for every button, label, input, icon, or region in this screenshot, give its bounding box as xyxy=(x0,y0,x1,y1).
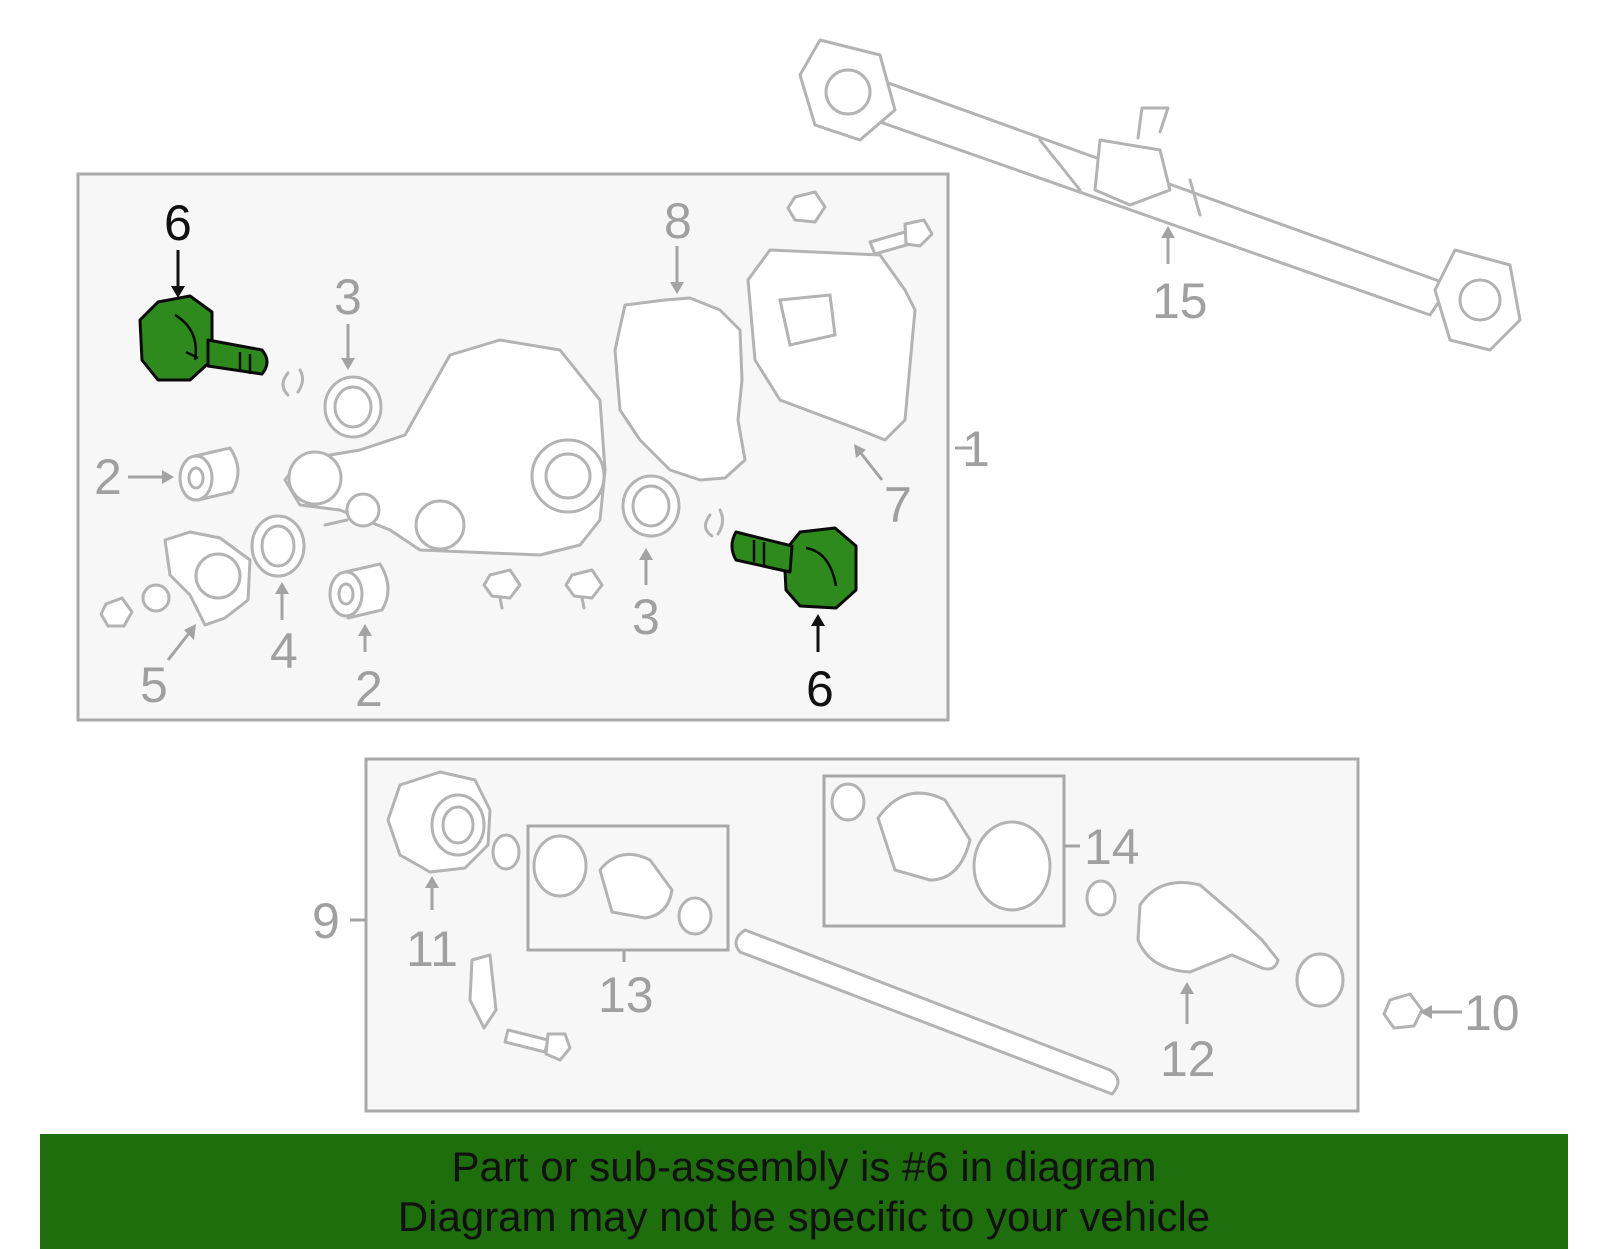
drive-shaft-part[interactable] xyxy=(798,38,1522,352)
callout-9: 9 xyxy=(312,893,340,949)
pinion-flange-part[interactable] xyxy=(163,530,252,627)
bushing-part-upper[interactable] xyxy=(178,446,240,502)
flange-washer-part[interactable] xyxy=(141,583,171,613)
retaining-clip-right[interactable] xyxy=(704,508,725,538)
bearing-snap-ring-part[interactable] xyxy=(491,833,521,871)
banner-line-disclaimer: Diagram may not be specific to your vehi… xyxy=(397,1193,1211,1240)
axle-shaft-part[interactable] xyxy=(734,928,1120,1096)
callout-3-left: 3 xyxy=(334,269,362,325)
callout-6-lower: 6 xyxy=(806,661,834,717)
bracket-part[interactable] xyxy=(468,953,498,1030)
inner-boot-kit-part[interactable] xyxy=(532,834,713,936)
callout-11: 11 xyxy=(406,921,458,977)
axle-seal-part-left[interactable] xyxy=(323,375,383,439)
outer-boot-kit-frame xyxy=(822,774,1066,928)
callout-7: 7 xyxy=(884,477,912,533)
callout-2-lower: 2 xyxy=(355,661,383,717)
callout-10: 10 xyxy=(1464,985,1520,1041)
differential-cover-part[interactable] xyxy=(746,248,917,442)
outer-boot-kit-part[interactable] xyxy=(830,782,1052,912)
cover-gasket-part[interactable] xyxy=(613,296,747,482)
callout-13: 13 xyxy=(598,967,654,1023)
highlight-leader-lines xyxy=(171,250,825,652)
callout-12: 12 xyxy=(1160,1031,1216,1087)
notice-banner: Part or sub-assembly is #6 in diagram Di… xyxy=(40,1134,1568,1249)
callout-15: 15 xyxy=(1152,273,1208,329)
output-shaft-part-left[interactable] xyxy=(138,294,269,382)
axle-nut-part[interactable] xyxy=(1382,992,1424,1030)
dust-cap-part[interactable] xyxy=(1295,952,1345,1008)
drain-plug-part-2[interactable] xyxy=(564,568,604,610)
cv-joint-part[interactable] xyxy=(1136,881,1280,974)
cover-fill-plug-part[interactable] xyxy=(786,190,827,224)
flange-nut-part[interactable] xyxy=(99,596,134,628)
callout-6-upper: 6 xyxy=(164,195,192,251)
axle-seal-part-right[interactable] xyxy=(621,474,681,538)
drain-plug-part-1[interactable] xyxy=(482,568,522,610)
callout-14: 14 xyxy=(1084,819,1140,875)
retaining-clip-left[interactable] xyxy=(281,368,305,397)
wheel-bearing-part[interactable] xyxy=(386,770,492,874)
callout-3-right: 3 xyxy=(632,589,660,645)
callout-5: 5 xyxy=(140,657,168,713)
output-shaft-part-right[interactable] xyxy=(730,526,858,610)
cover-bolt-part[interactable] xyxy=(868,218,934,256)
callout-1: 1 xyxy=(962,421,990,477)
callout-4: 4 xyxy=(270,623,298,679)
cv-joint-ring-part[interactable] xyxy=(1085,879,1117,917)
inner-boot-kit-frame xyxy=(526,824,730,952)
differential-carrier-part[interactable] xyxy=(283,338,607,557)
callout-8: 8 xyxy=(664,193,692,249)
bushing-part-lower[interactable] xyxy=(328,562,390,620)
leader-lines xyxy=(128,226,1462,1024)
banner-line-part-number: Part or sub-assembly is #6 in diagram xyxy=(451,1143,1157,1190)
pinion-seal-part[interactable] xyxy=(250,514,306,578)
bracket-bolt-part[interactable] xyxy=(503,1028,572,1062)
callout-2-upper: 2 xyxy=(94,449,122,505)
